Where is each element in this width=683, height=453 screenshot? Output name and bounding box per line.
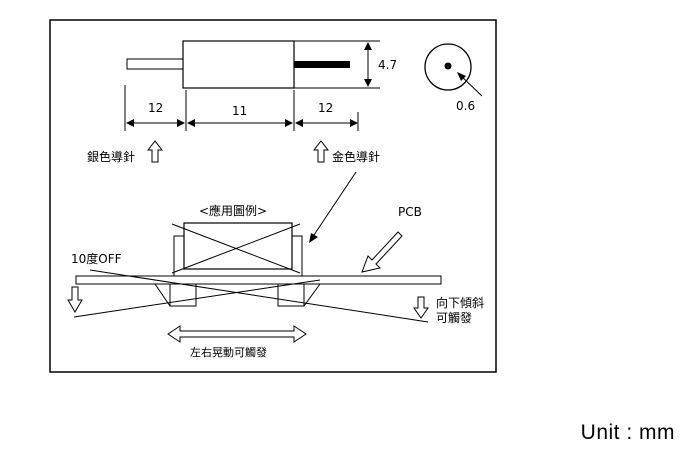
arrow-icon	[309, 233, 318, 243]
dimension-12-right: 12	[318, 101, 333, 115]
tilted-pcb-line	[89, 269, 429, 323]
silver-lead-label: 銀色導針	[87, 149, 135, 164]
arrow-icon	[457, 72, 466, 81]
hollow-arrow-up-icon	[146, 140, 164, 163]
dimension-11: 11	[232, 104, 247, 118]
arrow-right-icon	[350, 119, 358, 127]
tilted-pcb-line	[73, 279, 321, 318]
cross-line	[171, 223, 301, 274]
dimension-0-6: 0.6	[456, 99, 475, 113]
arrow-left-icon	[187, 119, 195, 127]
application-diagram-title: <應用圖例>	[199, 203, 267, 218]
hollow-arrow-up-icon	[312, 140, 330, 163]
hollow-arrow-down-icon	[67, 286, 83, 313]
silver-lead	[126, 58, 184, 70]
arrow-right-icon	[177, 119, 185, 127]
pcb-label: PCB	[398, 205, 422, 219]
tilt-down-label-line1: 向下傾斜	[436, 295, 484, 310]
dimension-12-left: 12	[148, 101, 163, 115]
arrow-up-icon	[364, 42, 372, 50]
pcb-board	[75, 275, 442, 285]
tilt-off-label: 10度OFF	[71, 251, 122, 266]
gold-lead-leader	[311, 171, 357, 239]
foot-left	[154, 283, 197, 307]
double-hollow-arrow-icon	[167, 325, 307, 343]
end-view-pin	[444, 62, 452, 70]
tilt-down-label-line2: 可觸發	[436, 310, 472, 325]
unit-label: Unit : mm	[580, 421, 675, 444]
arrow-left-icon	[126, 119, 134, 127]
switch-body	[182, 40, 295, 89]
side-shake-label: 左右晃動可觸發	[190, 345, 267, 359]
bracket-left	[173, 235, 184, 276]
gold-lead-label: 金色導針	[332, 149, 380, 164]
dimension-4-7: 4.7	[378, 58, 397, 72]
arrow-left-icon	[295, 119, 303, 127]
bracket-right	[292, 235, 303, 276]
leader-line-0-6	[459, 74, 483, 97]
hollow-arrow-down-icon	[413, 296, 429, 319]
pcb-hollow-arrow-icon	[361, 231, 403, 273]
gold-lead	[294, 61, 350, 68]
arrow-right-icon	[285, 119, 293, 127]
arrow-down-icon	[364, 79, 372, 87]
foot-right	[277, 283, 321, 307]
